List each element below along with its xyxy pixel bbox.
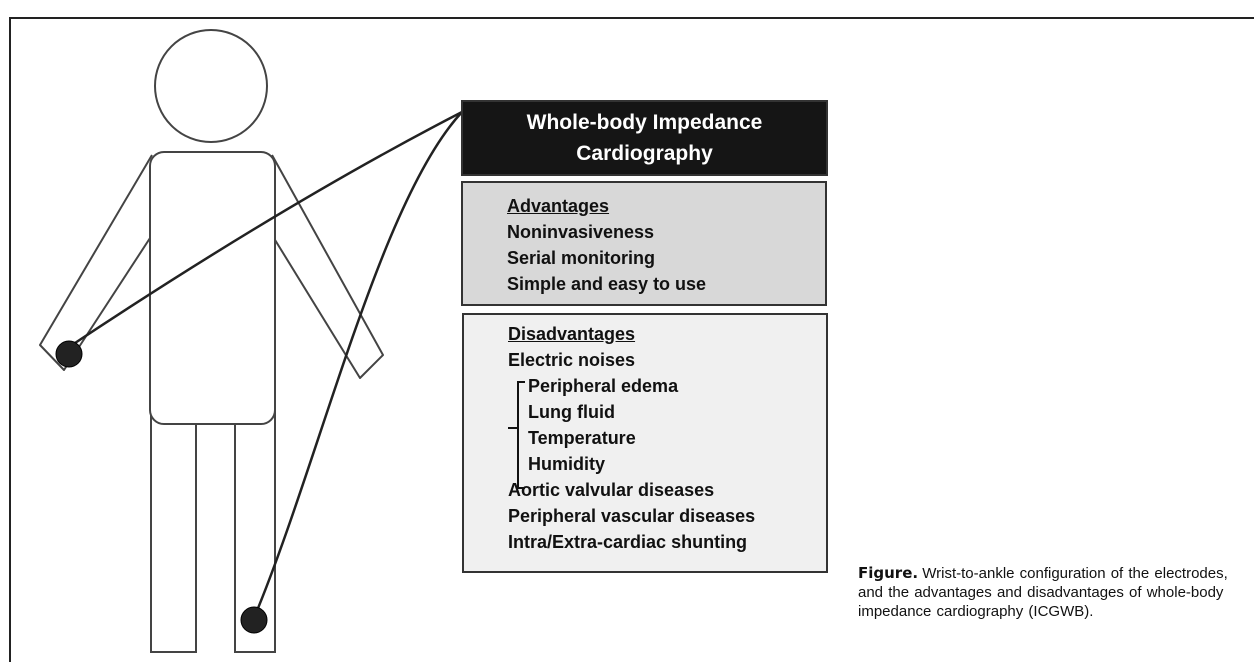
- title-line-1: Whole-body Impedance: [463, 107, 826, 138]
- disadvantage-item: Aortic valvular diseases: [508, 477, 826, 503]
- disadvantage-item: Peripheral vascular diseases: [508, 503, 826, 529]
- wrist-electrode: [56, 341, 82, 367]
- figure-left-leg: [151, 400, 196, 652]
- figure-head: [155, 30, 267, 142]
- disadvantages-box: Disadvantages Electric noises Peripheral…: [462, 313, 828, 573]
- advantage-item: Serial monitoring: [507, 245, 825, 271]
- title-box: Whole-body Impedance Cardiography: [461, 100, 828, 176]
- disadvantage-item: Intra/Extra-cardiac shunting: [508, 529, 826, 555]
- figure-torso: [150, 152, 275, 424]
- disadvantage-electric-noises: Electric noises: [508, 347, 826, 373]
- noise-source-item: Lung fluid: [508, 399, 826, 425]
- caption-label: Figure.: [858, 564, 918, 582]
- noise-source-item: Temperature: [508, 425, 826, 451]
- noise-sources-bracket-tick: [508, 427, 517, 429]
- ankle-electrode: [241, 607, 267, 633]
- advantages-box: Advantages Noninvasiveness Serial monito…: [461, 181, 827, 306]
- advantages-heading: Advantages: [507, 193, 825, 219]
- advantage-item: Simple and easy to use: [507, 271, 825, 297]
- noise-sources-bracket: [517, 381, 525, 489]
- disadvantages-heading: Disadvantages: [508, 321, 826, 347]
- figure-caption: Figure. Wrist-to-ankle configuration of …: [858, 564, 1243, 621]
- figure-left-arm: [40, 155, 152, 370]
- title-line-2: Cardiography: [463, 138, 826, 169]
- noise-source-item: Humidity: [508, 451, 826, 477]
- figure-right-arm: [272, 155, 383, 378]
- noise-source-item: Peripheral edema: [508, 373, 826, 399]
- advantage-item: Noninvasiveness: [507, 219, 825, 245]
